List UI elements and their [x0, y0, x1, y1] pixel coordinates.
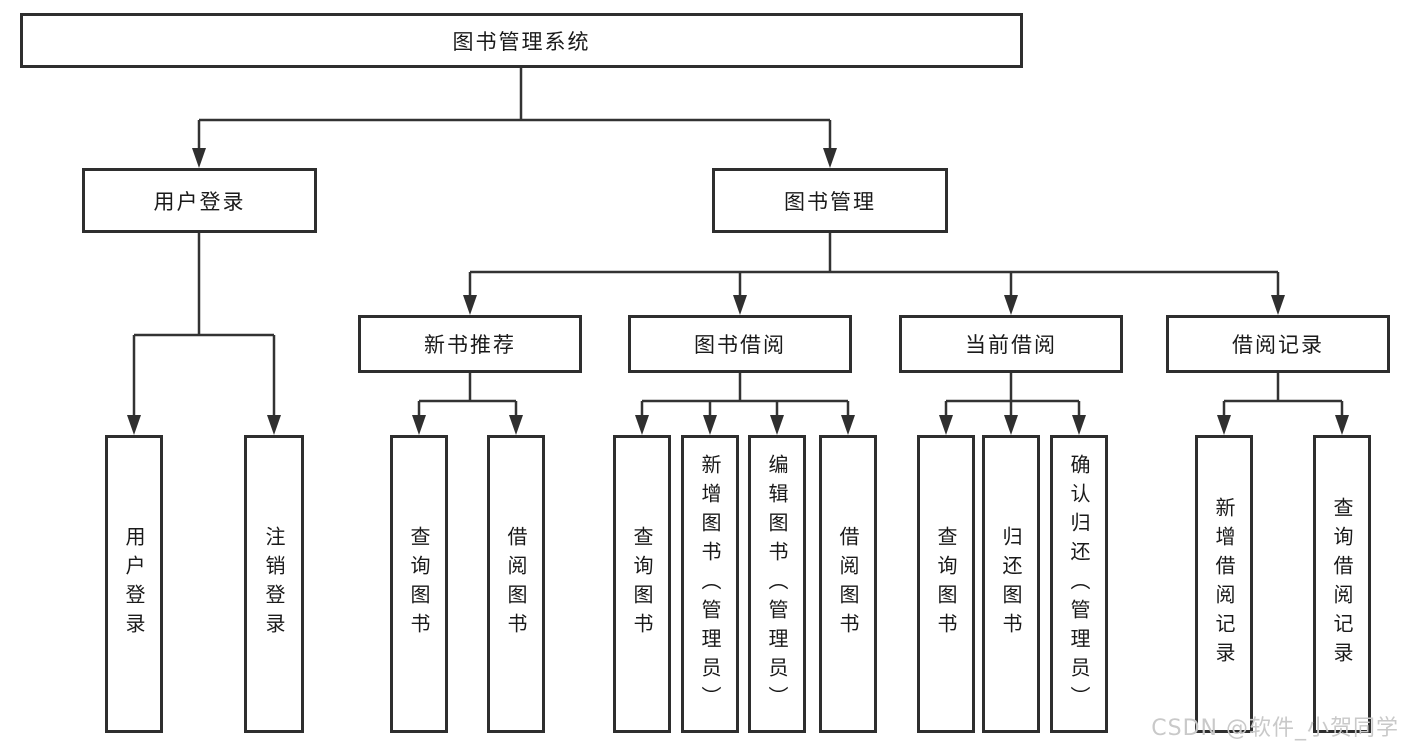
node-book-management-label: 图书管理 [784, 189, 876, 214]
leaf-cb-return-book: 归还图书 [982, 435, 1040, 733]
leaf-br-add-record: 新增借阅记录 [1195, 435, 1253, 733]
node-book-management: 图书管理 [712, 168, 948, 233]
node-new-book-recommend-label: 新书推荐 [424, 333, 516, 357]
leaf-nb-borrow-book: 借阅图书 [487, 435, 545, 733]
leaf-user-login: 用户登录 [105, 435, 163, 733]
node-user-login: 用户登录 [82, 168, 317, 233]
watermark: CSDN @软件_小贺同学 [1151, 716, 1399, 741]
leaf-bb-edit-book-admin: 编辑图书（管理员） [748, 435, 806, 733]
leaf-cb-confirm-return-admin: 确认归还（管理员） [1050, 435, 1108, 733]
leaf-cb-query-book-label: 查询图书 [934, 526, 958, 642]
leaf-cb-return-book-label: 归还图书 [999, 526, 1023, 642]
node-current-borrow: 当前借阅 [899, 315, 1123, 373]
arrowheads [127, 148, 1349, 435]
leaf-bb-query-book-label: 查询图书 [630, 526, 654, 642]
node-borrow-records-label: 借阅记录 [1232, 333, 1324, 357]
leaf-logout: 注销登录 [244, 435, 304, 733]
leaf-bb-edit-book-admin-label: 编辑图书（管理员） [765, 453, 789, 715]
leaf-nb-query-book: 查询图书 [390, 435, 448, 733]
leaf-bb-add-book-admin-label: 新增图书（管理员） [698, 453, 722, 715]
node-book-borrow-label: 图书借阅 [694, 333, 786, 357]
leaf-nb-borrow-book-label: 借阅图书 [504, 526, 528, 642]
leaf-bb-borrow-book: 借阅图书 [819, 435, 877, 733]
node-root-label: 图书管理系统 [452, 29, 591, 54]
node-current-borrow-label: 当前借阅 [965, 333, 1057, 357]
node-user-login-label: 用户登录 [153, 189, 246, 214]
node-book-borrow: 图书借阅 [628, 315, 852, 373]
leaf-br-query-record-label: 查询借阅记录 [1330, 497, 1354, 671]
leaf-br-query-record: 查询借阅记录 [1313, 435, 1371, 733]
node-new-book-recommend: 新书推荐 [358, 315, 582, 373]
leaf-cb-query-book: 查询图书 [917, 435, 975, 733]
leaf-bb-add-book-admin: 新增图书（管理员） [681, 435, 739, 733]
leaf-bb-borrow-book-label: 借阅图书 [836, 526, 860, 642]
leaf-user-login-label: 用户登录 [122, 526, 146, 642]
leaf-br-add-record-label: 新增借阅记录 [1212, 497, 1236, 671]
leaf-nb-query-book-label: 查询图书 [407, 526, 431, 642]
leaf-cb-confirm-return-admin-label: 确认归还（管理员） [1067, 453, 1091, 715]
node-borrow-records: 借阅记录 [1166, 315, 1390, 373]
leaf-logout-label: 注销登录 [262, 526, 286, 642]
node-root: 图书管理系统 [20, 13, 1023, 68]
leaf-bb-query-book: 查询图书 [613, 435, 671, 733]
